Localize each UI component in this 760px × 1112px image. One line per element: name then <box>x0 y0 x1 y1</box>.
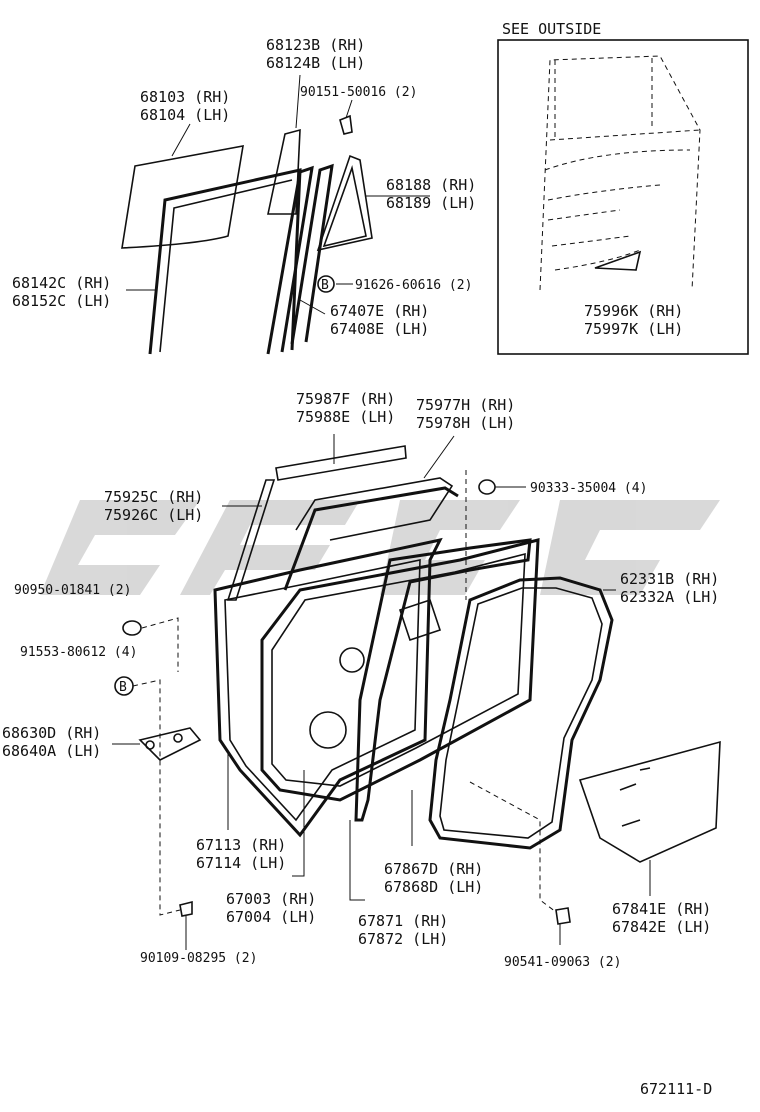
svg-text:62331B (RH): 62331B (RH) <box>620 570 719 588</box>
label-division-bar: 67407E (RH) 67408E (LH) <box>330 302 429 338</box>
svg-text:672111-D: 672111-D <box>640 1080 712 1098</box>
svg-text:90950-01841 (2): 90950-01841 (2) <box>14 583 131 598</box>
svg-text:90109-08295 (2): 90109-08295 (2) <box>140 951 257 966</box>
svg-text:68104 (LH): 68104 (LH) <box>140 106 230 124</box>
see-outside-inset <box>497 39 749 355</box>
svg-text:67868D (LH): 67868D (LH) <box>384 878 483 896</box>
label-quarter-glass: 68188 (RH) 68189 (LH) <box>386 176 476 212</box>
svg-text:67871 (RH): 67871 (RH) <box>358 912 448 930</box>
label-door-seal: 67871 (RH) 67872 (LH) <box>358 912 448 948</box>
svg-text:67114 (LH): 67114 (LH) <box>196 854 286 872</box>
frame-moulding <box>295 477 454 541</box>
label-clip-b-left: 91553-80612 (4) <box>20 645 137 660</box>
door-panel-outer <box>213 486 459 838</box>
svg-text:62332A (LH): 62332A (LH) <box>620 588 719 606</box>
door-inner-seal <box>354 538 532 822</box>
bolt-left <box>179 900 193 917</box>
label-inset-title: SEE OUTSIDE <box>502 20 601 38</box>
clip-b-top: B <box>317 275 335 293</box>
label-hole-cover: 67841E (RH) 67842E (LH) <box>612 900 711 936</box>
svg-text:75987F (RH): 75987F (RH) <box>296 390 395 408</box>
label-panel-sub: 67113 (RH) 67114 (LH) <box>196 836 286 872</box>
screw-top <box>339 114 353 135</box>
label-outside-cover: 75996K (RH) 75997K (LH) <box>584 302 683 338</box>
door-inner-frame <box>260 538 540 802</box>
svg-text:B: B <box>119 680 127 695</box>
label-belt-moulding: 75987F (RH) 75988E (LH) <box>296 390 395 426</box>
svg-text:90151-50016 (2): 90151-50016 (2) <box>300 85 417 100</box>
svg-text:90541-09063 (2): 90541-09063 (2) <box>504 955 621 970</box>
division-bar <box>266 163 334 355</box>
label-hole-plug: 90950-01841 (2) <box>14 583 131 598</box>
label-plug: 90333-35004 (4) <box>530 481 647 496</box>
svg-text:68152C (LH): 68152C (LH) <box>12 292 111 310</box>
svg-text:75925C (RH): 75925C (RH) <box>104 488 203 506</box>
svg-text:75988E (LH): 75988E (LH) <box>296 408 395 426</box>
svg-text:67003 (RH): 67003 (RH) <box>226 890 316 908</box>
svg-text:75926C (LH): 75926C (LH) <box>104 506 203 524</box>
svg-text:67004 (LH): 67004 (LH) <box>226 908 316 926</box>
svg-text:68103 (RH): 68103 (RH) <box>140 88 230 106</box>
hinge-check <box>138 727 202 761</box>
label-bolt-right: 90541-09063 (2) <box>504 955 621 970</box>
front-run <box>267 128 301 215</box>
pillar-moulding <box>226 479 276 601</box>
service-hole-cover <box>578 740 721 863</box>
glass-run-channel <box>148 168 302 355</box>
leader-lines <box>112 74 651 950</box>
svg-text:67867D (RH): 67867D (RH) <box>384 860 483 878</box>
svg-text:68123B (RH): 68123B (RH) <box>266 36 365 54</box>
plug-right <box>478 479 496 495</box>
label-clip-b-top: 91626-60616 (2) <box>355 278 472 293</box>
label-pillar-moulding: 75925C (RH) 75926C (LH) <box>104 488 203 524</box>
svg-text:68124B (LH): 68124B (LH) <box>266 54 365 72</box>
label-run-front: 68123B (RH) 68124B (LH) <box>266 36 365 72</box>
svg-text:91553-80612 (4): 91553-80612 (4) <box>20 645 137 660</box>
svg-text:67113 (RH): 67113 (RH) <box>196 836 286 854</box>
svg-text:67872 (LH): 67872 (LH) <box>358 930 448 948</box>
quarter-glass <box>316 154 373 252</box>
svg-text:75996K (RH): 75996K (RH) <box>584 302 683 320</box>
label-service-hole: 67867D (RH) 67868D (LH) <box>384 860 483 896</box>
bolt-right <box>555 907 571 925</box>
label-weatherstrip: 62331B (RH) 62332A (LH) <box>620 570 719 606</box>
label-check: 68630D (RH) 68640A (LH) <box>2 724 101 760</box>
svg-text:68189 (LH): 68189 (LH) <box>386 194 476 212</box>
svg-text:68640A (LH): 68640A (LH) <box>2 742 101 760</box>
svg-text:B: B <box>321 278 329 293</box>
belt-moulding <box>275 445 407 481</box>
svg-text:91626-60616 (2): 91626-60616 (2) <box>355 278 472 293</box>
svg-text:68142C (RH): 68142C (RH) <box>12 274 111 292</box>
svg-text:SEE OUTSIDE: SEE OUTSIDE <box>502 20 601 38</box>
hole-plug-left <box>122 620 142 636</box>
label-frame-moulding: 75977H (RH) 75978H (LH) <box>416 396 515 432</box>
svg-text:75997K (LH): 75997K (LH) <box>584 320 683 338</box>
svg-text:67841E (RH): 67841E (RH) <box>612 900 711 918</box>
svg-text:68188 (RH): 68188 (RH) <box>386 176 476 194</box>
window-glass <box>121 145 244 249</box>
label-door-panel: 67003 (RH) 67004 (LH) <box>226 890 316 926</box>
svg-text:68630D (RH): 68630D (RH) <box>2 724 101 742</box>
label-figure-code: 672111-D <box>640 1080 712 1098</box>
svg-text:67842E (LH): 67842E (LH) <box>612 918 711 936</box>
svg-text:75978H (LH): 75978H (LH) <box>416 414 515 432</box>
door-weatherstrip <box>428 576 614 850</box>
svg-text:90333-35004 (4): 90333-35004 (4) <box>530 481 647 496</box>
label-bolt-left: 90109-08295 (2) <box>140 951 257 966</box>
label-glass: 68103 (RH) 68104 (LH) <box>140 88 230 124</box>
label-glass-run: 68142C (RH) 68152C (LH) <box>12 274 111 310</box>
svg-text:67408E (LH): 67408E (LH) <box>330 320 429 338</box>
label-screw-top: 90151-50016 (2) <box>300 85 417 100</box>
clip-b-left: B <box>114 676 134 696</box>
svg-text:75977H (RH): 75977H (RH) <box>416 396 515 414</box>
svg-text:67407E (RH): 67407E (RH) <box>330 302 429 320</box>
